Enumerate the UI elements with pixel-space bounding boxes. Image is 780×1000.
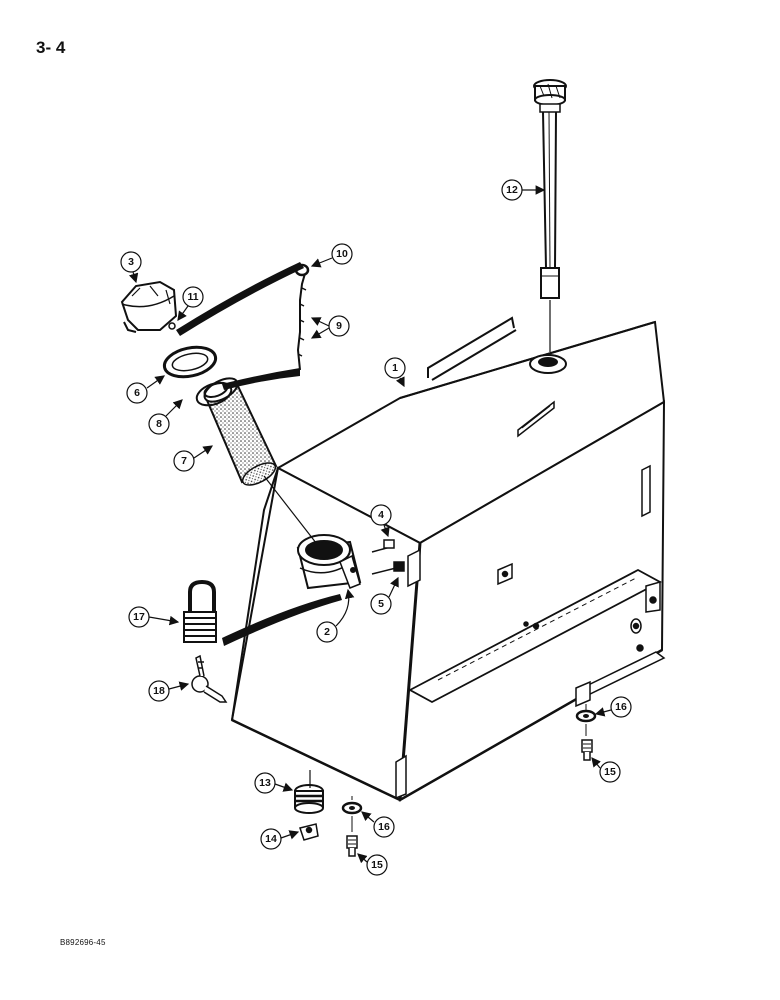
callout-11: 11 [177, 286, 204, 321]
callout-4: 4 [370, 504, 392, 538]
callout-17: 17 [128, 606, 180, 628]
svg-text:11: 11 [187, 291, 198, 303]
filler-hose [203, 377, 278, 486]
callout-15-front: 15 [357, 853, 388, 876]
tank-lifting-handle [427, 316, 517, 381]
svg-text:2: 2 [324, 626, 330, 638]
callout-15-right: 15 [591, 757, 621, 783]
svg-text:5: 5 [378, 598, 384, 610]
svg-text:13: 13 [259, 777, 271, 789]
drain-plug [294, 784, 324, 814]
callout-3: 3 [120, 251, 142, 284]
washer-front [341, 801, 363, 815]
callout-1: 1 [384, 357, 406, 388]
svg-text:10: 10 [336, 248, 348, 260]
svg-text:12: 12 [506, 184, 518, 196]
svg-text:15: 15 [371, 859, 383, 871]
assembly-line-hose [263, 475, 321, 549]
svg-text:18: 18 [153, 685, 165, 697]
padlock [183, 579, 217, 643]
bolt-front [346, 835, 358, 857]
callout-8: 8 [148, 399, 183, 435]
svg-text:14: 14 [265, 833, 277, 845]
svg-text:17: 17 [133, 611, 145, 623]
svg-text:16: 16 [615, 701, 627, 713]
svg-text:9: 9 [336, 320, 342, 332]
callout-18: 18 [148, 680, 190, 702]
svg-text:15: 15 [604, 766, 616, 778]
svg-text:3: 3 [128, 256, 134, 268]
padlock-keys [191, 654, 228, 703]
callout-16-front: 16 [361, 811, 395, 838]
chain-link-lines [176, 262, 342, 646]
dipstick-gauge [533, 79, 567, 299]
callout-2: 2 [316, 588, 355, 643]
tank-top-slot [517, 400, 555, 438]
filler-gasket-ring [162, 345, 218, 379]
hydraulic-tank [230, 320, 666, 802]
callout-16-right: 16 [594, 696, 632, 718]
retaining-chain [296, 269, 307, 371]
callout-9: 9 [310, 315, 350, 339]
callout-12: 12 [501, 179, 546, 201]
page-number: 3- 4 [36, 38, 66, 57]
svg-text:1: 1 [392, 362, 398, 374]
callout-6: 6 [126, 375, 165, 404]
bolt-right [581, 739, 593, 761]
callout-13: 13 [254, 772, 294, 794]
svg-text:4: 4 [378, 509, 384, 521]
callout-7: 7 [173, 445, 213, 472]
washer-right [575, 709, 597, 723]
drain-clip [299, 823, 319, 841]
breather-fittings [371, 539, 405, 575]
callout-5: 5 [370, 576, 399, 615]
svg-text:16: 16 [378, 821, 390, 833]
svg-text:8: 8 [156, 418, 162, 430]
gauge-port [529, 354, 567, 374]
chain-eyelet [168, 322, 176, 330]
callout-10: 10 [310, 243, 353, 268]
tank-filler-neck [296, 534, 362, 590]
filler-cap [120, 280, 178, 333]
svg-text:6: 6 [134, 387, 140, 399]
svg-text:7: 7 [181, 455, 187, 467]
tank-right-face-details [395, 464, 666, 800]
document-code: B892696-45 [60, 938, 106, 947]
callout-14: 14 [260, 828, 300, 850]
